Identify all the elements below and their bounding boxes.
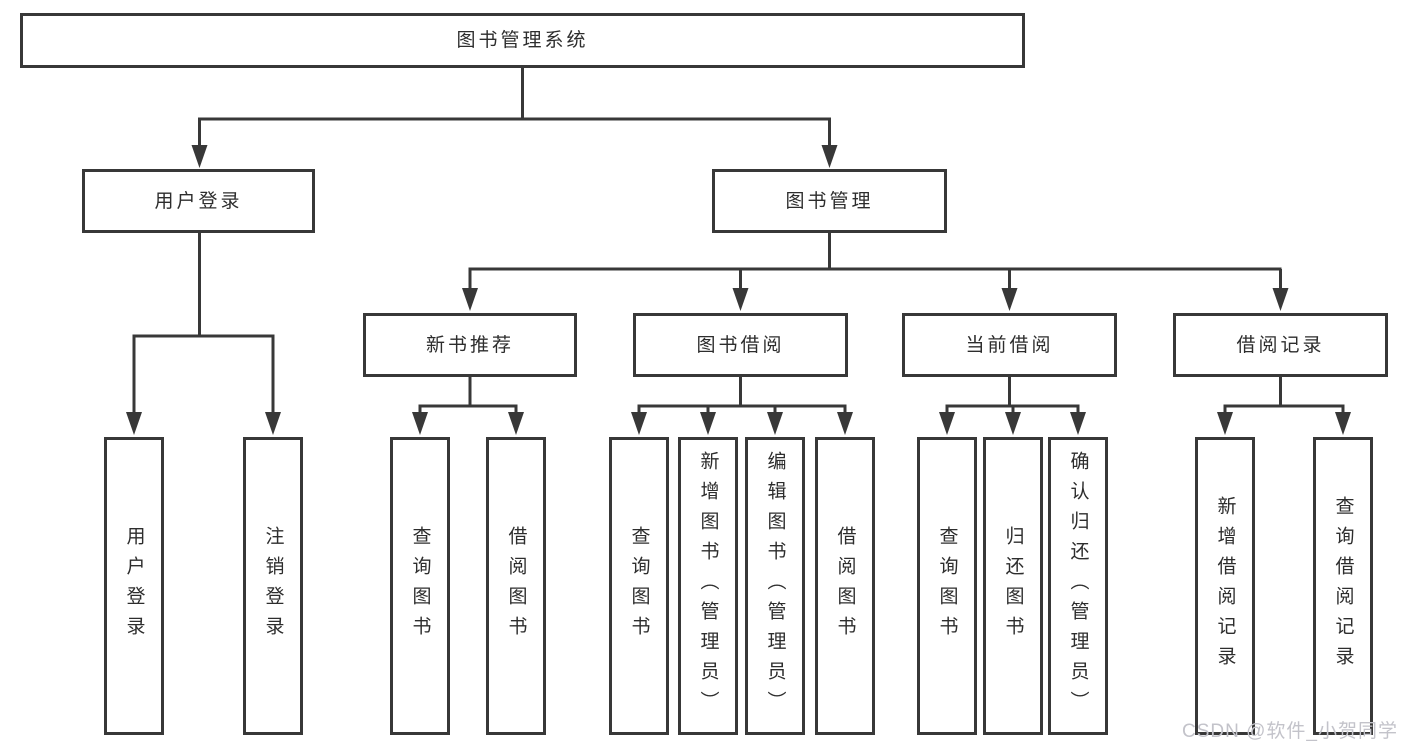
node-borrowing-records-label: 借阅记录	[1236, 334, 1325, 356]
leaf-user-login-label: 用户登录	[123, 526, 145, 646]
arrow-down-icon	[1070, 412, 1086, 435]
node-book-management-label: 图书管理	[785, 190, 874, 212]
leaf-edit-book-admin: 编辑图书（管理员）	[745, 437, 805, 735]
node-current-borrowing: 当前借阅	[902, 313, 1117, 377]
node-root: 图书管理系统	[20, 13, 1025, 68]
node-book-borrowing: 图书借阅	[633, 313, 848, 377]
leaf-borrow-books-borrowing-label: 借阅图书	[834, 526, 856, 646]
leaf-query-borrow-record: 查询借阅记录	[1313, 437, 1373, 735]
leaf-query-books-borrowing-label: 查询图书	[628, 526, 650, 646]
arrow-down-icon	[837, 412, 853, 435]
leaf-add-book-admin-label: 新增图书（管理员）	[697, 451, 719, 721]
leaf-query-books-borrowing: 查询图书	[609, 437, 669, 735]
node-current-borrowing-label: 当前借阅	[965, 334, 1054, 356]
leaf-add-book-admin: 新增图书（管理员）	[678, 437, 738, 735]
arrow-down-icon	[700, 412, 716, 435]
leaf-query-borrow-record-label: 查询借阅记录	[1332, 496, 1354, 676]
arrow-down-icon	[732, 288, 749, 311]
arrowhead-icons	[126, 145, 1351, 435]
leaf-edit-book-admin-label: 编辑图书（管理员）	[764, 451, 786, 721]
node-new-book-recommend: 新书推荐	[363, 313, 577, 377]
arrow-down-icon	[631, 412, 647, 435]
leaf-add-borrow-record: 新增借阅记录	[1195, 437, 1255, 735]
leaf-borrow-books-recommend-label: 借阅图书	[505, 526, 527, 646]
leaf-query-books-current: 查询图书	[917, 437, 977, 735]
node-book-borrowing-label: 图书借阅	[696, 334, 785, 356]
arrow-down-icon	[767, 412, 783, 435]
leaf-logout-label: 注销登录	[262, 526, 284, 646]
arrow-down-icon	[939, 412, 955, 435]
arrow-down-icon	[126, 412, 142, 435]
leaf-user-login: 用户登录	[104, 437, 164, 735]
arrow-down-icon	[1217, 412, 1233, 435]
node-book-management: 图书管理	[712, 169, 947, 233]
arrow-down-icon	[265, 412, 281, 435]
watermark: CSDN @软件_小贺同学	[1182, 721, 1398, 742]
arrow-down-icon	[1272, 288, 1289, 311]
node-user-login-label: 用户登录	[154, 190, 243, 212]
leaf-query-books-current-label: 查询图书	[936, 526, 958, 646]
arrow-down-icon	[1001, 288, 1018, 311]
arrow-down-icon	[462, 288, 478, 311]
leaf-query-books-recommend: 查询图书	[390, 437, 450, 735]
leaf-borrow-books-recommend: 借阅图书	[486, 437, 546, 735]
node-borrowing-records: 借阅记录	[1173, 313, 1388, 377]
arrow-down-icon	[191, 145, 208, 168]
leaf-return-books: 归还图书	[983, 437, 1043, 735]
node-root-label: 图书管理系统	[456, 30, 589, 51]
leaf-query-books-recommend-label: 查询图书	[409, 526, 431, 646]
leaf-confirm-return-admin-label: 确认归还（管理员）	[1067, 451, 1089, 721]
node-user-login: 用户登录	[82, 169, 315, 233]
leaf-add-borrow-record-label: 新增借阅记录	[1214, 496, 1236, 676]
leaf-confirm-return-admin: 确认归还（管理员）	[1048, 437, 1108, 735]
leaf-return-books-label: 归还图书	[1002, 526, 1024, 646]
leaf-logout: 注销登录	[243, 437, 303, 735]
arrow-down-icon	[1335, 412, 1351, 435]
node-new-book-recommend-label: 新书推荐	[425, 334, 514, 356]
arrow-down-icon	[412, 412, 428, 435]
arrow-down-icon	[1005, 412, 1021, 435]
arrow-down-icon	[508, 412, 524, 435]
leaf-borrow-books-borrowing: 借阅图书	[815, 437, 875, 735]
connector-stems	[132, 68, 1345, 416]
arrow-down-icon	[821, 145, 838, 168]
